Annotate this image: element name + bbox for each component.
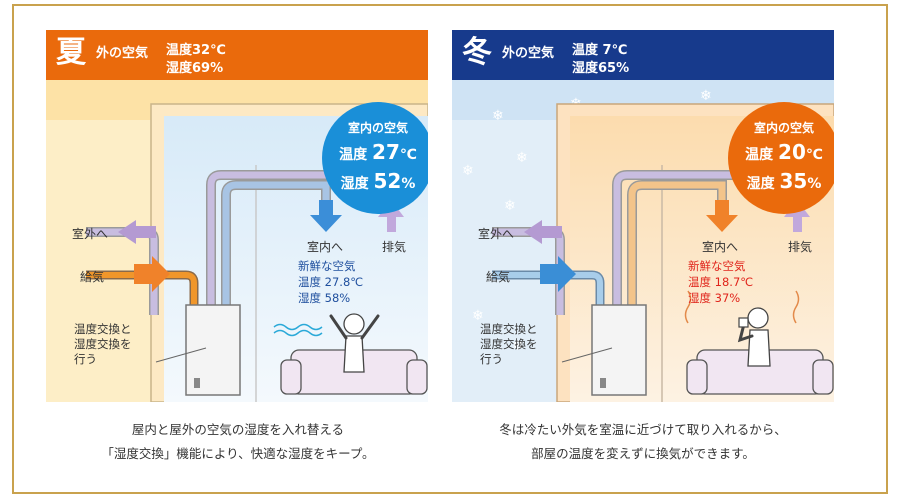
outside-air-label: 外の空気 — [96, 46, 149, 61]
supply-arrow — [134, 256, 170, 292]
snowflake-icon: ❄ — [700, 88, 712, 104]
summer-scene: 室内の空気 温度 27℃ 湿度 52% 室外へ 給気 室内へ 排気 新鮮な空気 … — [46, 80, 428, 402]
room-hum-prefix: 湿度 — [746, 176, 775, 192]
device-note-line3: 行う — [480, 352, 503, 366]
summer-caption: 屋内と屋外の空気の湿度を入れ替える 「湿度交換」機能により、快適な湿度をキープ。 — [38, 418, 438, 466]
fresh-air-info: 新鮮な空気 温度 27.8℃ 湿度 58% — [298, 258, 363, 306]
room-hum-unit: % — [401, 176, 416, 192]
supply-duct — [86, 272, 197, 315]
to-room-label: 室内へ — [702, 240, 739, 254]
room-duct — [628, 181, 726, 315]
outside-temp: 温度 7℃ — [572, 43, 628, 58]
summer-caption-line2: 「湿度交換」機能により、快適な湿度をキープ。 — [101, 446, 375, 461]
room-duct — [222, 181, 330, 315]
winter-caption: 冬は冷たい外気を室温に近づけて取り入れるから、 部屋の温度を変えずに換気ができま… — [443, 418, 843, 466]
snowflake-icon: ❄ — [492, 108, 504, 124]
fresh-air-info: 新鮮な空気 温度 18.7℃ 湿度 37% — [688, 258, 753, 306]
exhaust-label: 排気 — [788, 240, 813, 254]
supply-duct — [492, 272, 603, 315]
person — [747, 307, 769, 329]
device-note: 温度交換と 湿度交換を 行う — [74, 322, 132, 367]
outside-air-values: 温度32℃ 湿度69% — [166, 42, 226, 78]
winter-header: 冬 外の空気 温度 7℃ 湿度65% — [452, 30, 834, 80]
snowflake-icon: ❄ — [504, 198, 516, 214]
room-hum-prefix: 湿度 — [340, 176, 369, 192]
summer-panel: 夏 外の空気 温度32℃ 湿度69% — [46, 30, 428, 402]
fresh-air-temp: 温度 27.8℃ — [298, 275, 364, 289]
outside-air-values: 温度 7℃ 湿度65% — [572, 42, 629, 78]
person — [343, 313, 365, 335]
exhaust-arrow — [378, 200, 404, 232]
to-outside-label: 室外へ — [478, 227, 515, 241]
exhaust-arrow — [784, 200, 810, 232]
supply-label: 給気 — [80, 270, 105, 284]
snowflake-icon: ❄ — [516, 150, 528, 166]
season-winter-title: 冬 — [462, 35, 492, 70]
room-humidity: 湿度 52% — [322, 168, 428, 197]
return-duct — [207, 171, 370, 315]
supply-label: 給気 — [486, 270, 511, 284]
device-note-line3: 行う — [74, 352, 97, 366]
snowflake-icon: ❄ — [472, 308, 484, 324]
outside-temp: 温度32℃ — [166, 43, 226, 58]
fresh-air-title: 新鮮な空気 — [688, 259, 746, 273]
to-outside-arrow — [524, 220, 562, 244]
winter-scene: ❄ ❄ ❄ ❄ ❄ ❄ ❄ ❄ ❄ — [452, 80, 834, 402]
room-temp-prefix: 温度 — [745, 147, 774, 163]
outside-humidity: 湿度69% — [166, 61, 224, 76]
summer-caption-line1: 屋内と屋外の空気の湿度を入れ替える — [131, 422, 345, 437]
room-temp: 温度 27℃ — [322, 139, 428, 168]
room-temp: 温度 20℃ — [728, 139, 834, 168]
room-humidity: 湿度 35% — [728, 168, 834, 197]
snowflake-icon: ❄ — [512, 338, 524, 354]
supply-arrow — [540, 256, 576, 292]
winter-caption-line1: 冬は冷たい外気を室温に近づけて取り入れるから、 — [499, 422, 787, 437]
exhaust-label: 排気 — [382, 240, 407, 254]
to-room-label: 室内へ — [307, 240, 344, 254]
room-air-title: 室内の空気 — [753, 121, 814, 135]
room-temp-unit: ℃ — [399, 147, 417, 163]
room-air-bubble: 室内の空気 温度 20℃ 湿度 35% — [728, 102, 834, 214]
room-hum-unit: % — [807, 176, 822, 192]
device-note-line2: 湿度交換を — [480, 337, 538, 351]
device-note-line2: 湿度交換を — [74, 337, 132, 351]
fresh-air-temp: 温度 18.7℃ — [688, 275, 754, 289]
room-hum-value: 35 — [779, 169, 808, 193]
outside-humidity: 湿度65% — [572, 61, 630, 76]
winter-caption-line2: 部屋の温度を変えずに換気ができます。 — [531, 446, 755, 461]
device-note-line1: 温度交換と — [74, 322, 132, 336]
summer-header: 夏 外の空気 温度32℃ 湿度69% — [46, 30, 428, 80]
season-summer-title: 夏 — [56, 35, 86, 70]
fresh-air-humidity: 湿度 37% — [688, 291, 741, 305]
winter-panel: 冬 外の空気 温度 7℃ 湿度65% ❄ ❄ ❄ ❄ ❄ ❄ ❄ ❄ — [452, 30, 834, 402]
room-hum-value: 52 — [373, 169, 402, 193]
device-note-line1: 温度交換と — [480, 322, 538, 336]
fresh-air-humidity: 湿度 58% — [298, 291, 351, 305]
return-duct — [613, 171, 786, 315]
to-outside-label: 室外へ — [72, 227, 109, 241]
cup-icon — [738, 317, 749, 328]
to-room-arrow — [706, 200, 738, 232]
room-temp-value: 20 — [778, 140, 806, 164]
room-air-bubble: 室内の空気 温度 27℃ 湿度 52% — [322, 102, 428, 214]
device-note: 温度交換と 湿度交換を 行う — [480, 322, 538, 367]
room-temp-unit: ℃ — [805, 147, 823, 163]
outside-air-label: 外の空気 — [502, 46, 555, 61]
to-room-arrow — [310, 200, 342, 232]
fresh-air-title: 新鮮な空気 — [298, 259, 356, 273]
room-air-title: 室内の空気 — [347, 121, 408, 135]
snowflake-icon: ❄ — [462, 163, 474, 179]
room-temp-prefix: 温度 — [339, 147, 368, 163]
room-temp-value: 27 — [372, 140, 400, 164]
to-outside-arrow — [118, 220, 156, 244]
